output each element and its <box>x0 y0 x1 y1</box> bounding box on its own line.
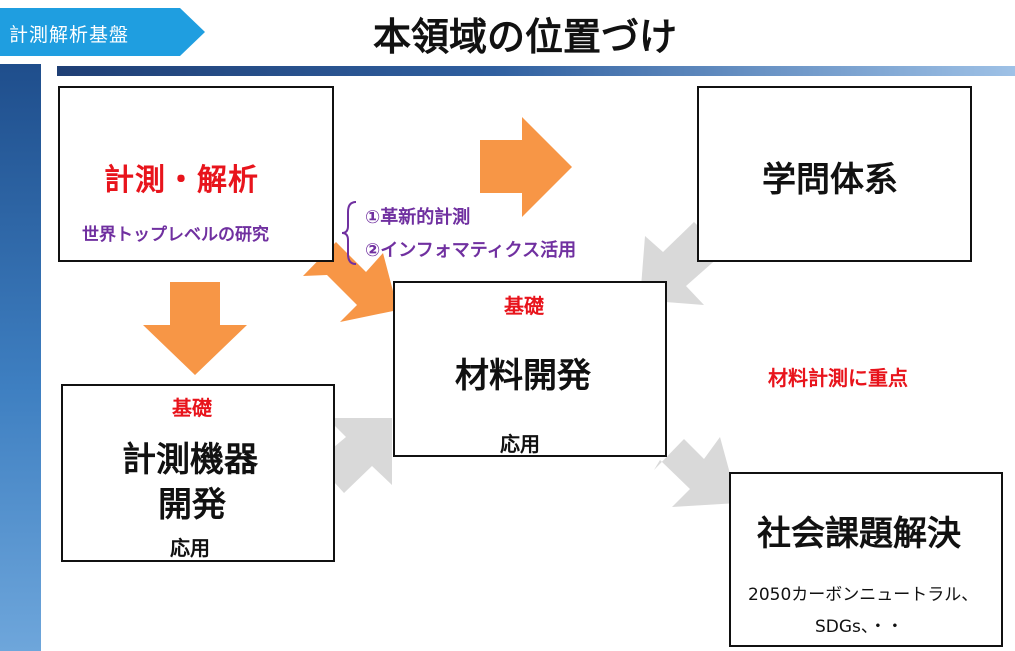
instrument-dev-applied-label: 応用 <box>170 536 210 560</box>
measurement-analysis-title: 計測・解析 <box>104 163 259 198</box>
materials-dev-title: 材料開発 <box>455 356 591 396</box>
instrument-dev-base-label: 基礎 <box>172 396 212 420</box>
measurement-analysis-box <box>58 86 334 262</box>
academic-system-box <box>697 86 972 262</box>
orange-down-arrow <box>143 282 247 375</box>
brace-icon <box>341 201 357 265</box>
social-issues-title: 社会課題解決 <box>757 514 961 554</box>
materials-dev-base-label: 基礎 <box>504 294 544 318</box>
instrument-dev-title-line2: 開発 <box>158 485 226 525</box>
academic-system-title: 学問体系 <box>762 160 898 200</box>
page-title: 本領域の位置づけ <box>373 15 678 59</box>
instrument-dev-title-line1: 計測機器 <box>122 440 258 480</box>
social-issues-detail-line2: SDGs、・・ <box>815 617 904 637</box>
social-issues-detail-line1: 2050カーボンニュートラル、 <box>748 585 979 605</box>
section-tag-shape <box>0 8 205 56</box>
section-tag: 計測解析基盤 <box>0 8 205 56</box>
social-issues-box <box>729 472 1003 647</box>
materials-dev-applied-label: 応用 <box>500 432 540 456</box>
annotation-item-1: ①革新的計測 <box>365 207 471 228</box>
left-decorative-bar <box>0 64 41 651</box>
annotation-item-2: ②インフォマティクス活用 <box>365 240 577 261</box>
orange-right-arrow <box>480 117 572 217</box>
materials-dev-box <box>393 281 667 457</box>
section-tag-label: 計測解析基盤 <box>9 24 130 46</box>
focus-note: 材料計測に重点 <box>768 366 908 390</box>
instrument-dev-box <box>61 384 335 562</box>
measurement-analysis-subtitle: 世界トップレベルの研究 <box>82 225 269 245</box>
header-rule <box>57 66 1015 76</box>
